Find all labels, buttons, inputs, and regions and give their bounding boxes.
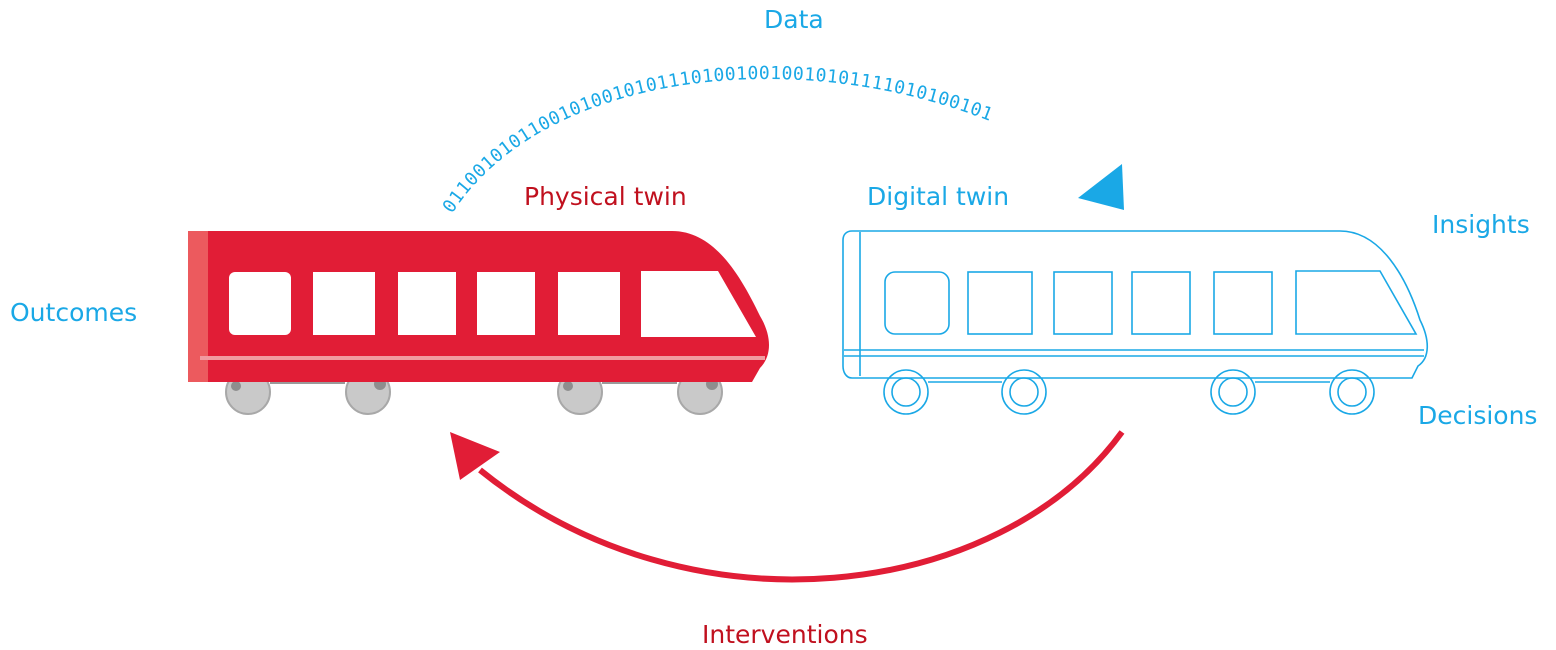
interventions-arrow	[450, 430, 1125, 583]
digital-train-icon	[842, 230, 1429, 415]
physical-train-icon	[188, 231, 769, 415]
data-label: Data	[764, 5, 824, 34]
insights-label: Insights	[1432, 210, 1530, 239]
data-arrowhead-icon	[1078, 164, 1124, 210]
physical-twin-label: Physical twin	[524, 182, 687, 211]
decisions-label: Decisions	[1418, 401, 1538, 430]
interventions-label: Interventions	[702, 620, 868, 649]
interventions-arrowhead-icon	[450, 432, 500, 480]
digital-twin-label: Digital twin	[867, 182, 1010, 211]
outcomes-label: Outcomes	[10, 298, 138, 327]
physical-windows	[229, 271, 756, 337]
